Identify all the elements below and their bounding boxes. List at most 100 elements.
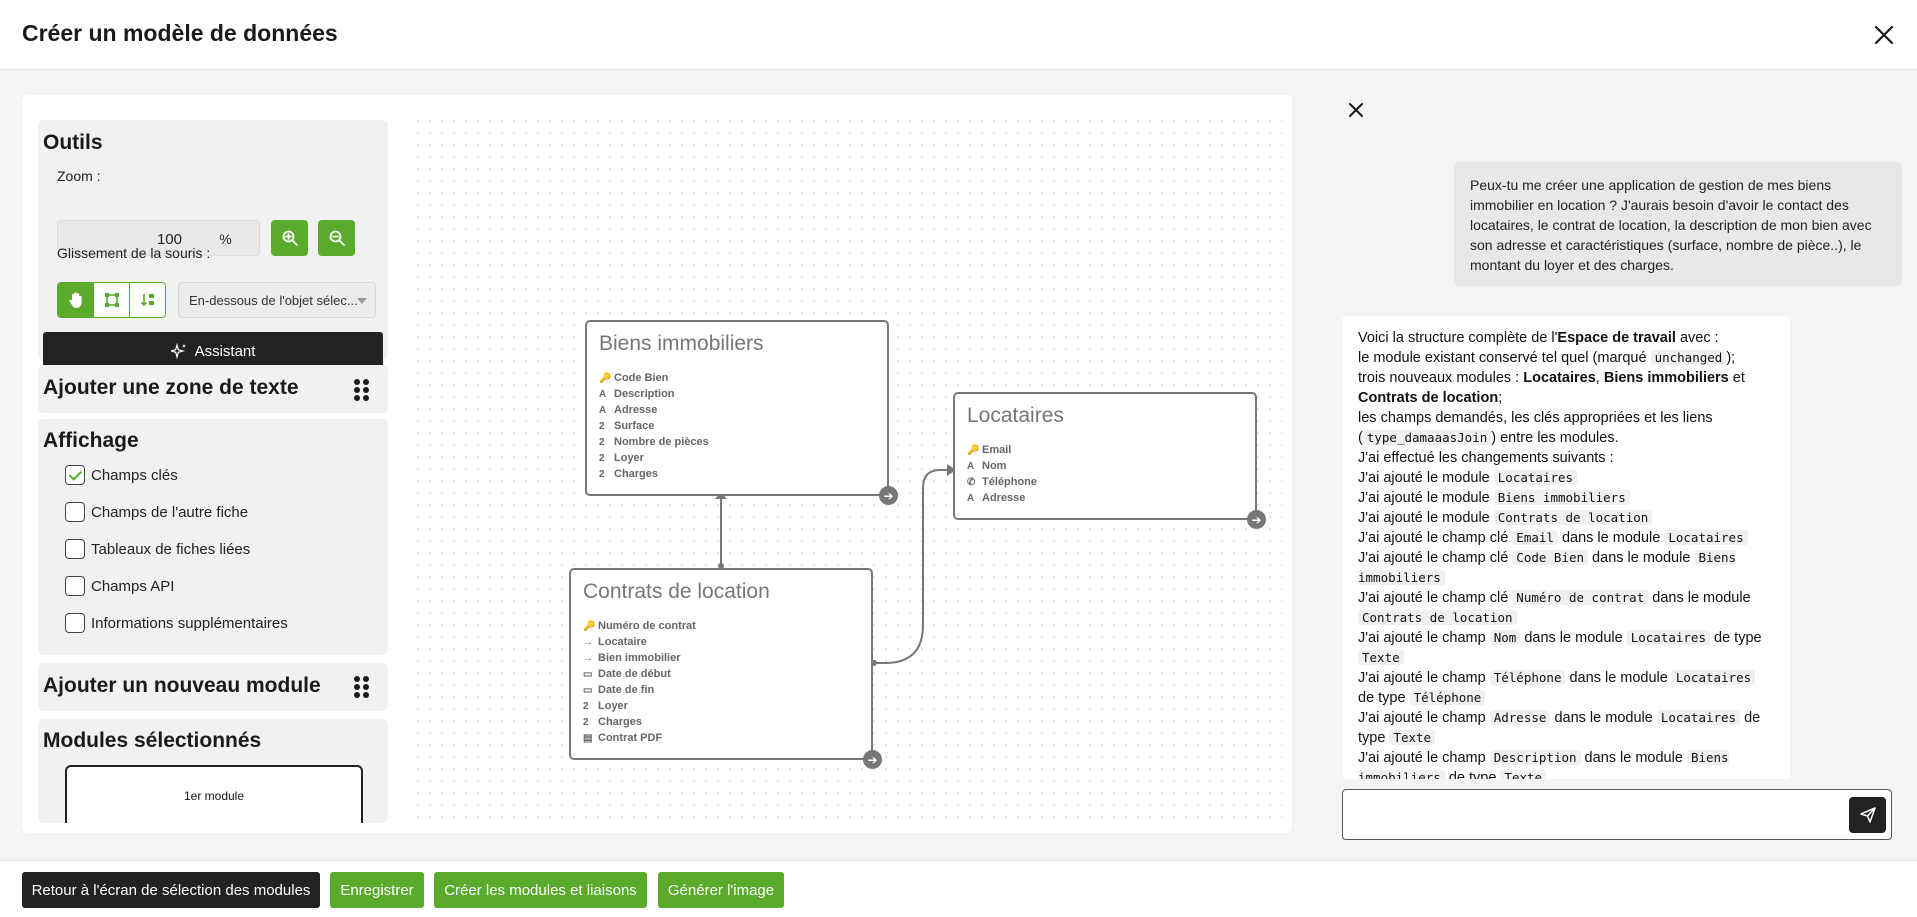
- checkbox-key-fields[interactable]: Champs clés: [65, 465, 178, 485]
- reorder-mode-button[interactable]: [130, 283, 165, 317]
- code-text: Locataires: [1656, 710, 1741, 725]
- link-out-arrow-icon[interactable]: ➔: [879, 486, 898, 505]
- plain-text: avec :: [1675, 330, 1719, 346]
- plain-text: dans le module: [1557, 530, 1665, 546]
- drag-handle-icon[interactable]: [354, 676, 370, 698]
- assistant-message-line: J'ai ajouté le champ Description dans le…: [1358, 748, 1774, 779]
- plain-text: dans le module: [1550, 710, 1657, 726]
- field-row: →Bien immobilier: [583, 650, 696, 666]
- create-modules-button[interactable]: Créer les modules et liaisons: [434, 872, 647, 908]
- entity-contrats-de-location[interactable]: Contrats de location 🔑Numéro de contrat …: [569, 568, 873, 760]
- plain-text: Voici la structure complète de l': [1358, 330, 1558, 346]
- close-chat-icon[interactable]: [1344, 98, 1368, 122]
- back-to-module-selection-button[interactable]: Retour à l'écran de sélection des module…: [22, 872, 320, 908]
- display-panel: Affichage Champs clés Champs de l'autre …: [38, 419, 388, 655]
- field-name: Surface: [614, 420, 655, 432]
- assistant-message-line: J'ai ajouté le champ clé Numéro de contr…: [1358, 588, 1774, 628]
- checkbox-other-record-fields[interactable]: Champs de l'autre fiche: [65, 502, 248, 522]
- code-text: Numéro de contrat: [1512, 590, 1649, 605]
- plain-text: J'ai ajouté le champ clé: [1358, 590, 1513, 606]
- add-text-panel[interactable]: Ajouter une zone de texte: [38, 365, 388, 413]
- plain-text: J'ai ajouté le champ clé: [1358, 530, 1513, 546]
- send-icon: [1859, 807, 1876, 823]
- zoom-out-icon: [329, 230, 345, 246]
- code-text: Texte: [1500, 770, 1547, 779]
- plain-text: J'ai ajouté le module: [1358, 510, 1494, 526]
- checkbox-extra-info[interactable]: Informations supplémentaires: [65, 613, 288, 633]
- link-out-arrow-icon[interactable]: ➔: [863, 750, 882, 769]
- select-mode-button[interactable]: [94, 283, 130, 317]
- drag-mode-group: [57, 282, 166, 318]
- pan-mode-button[interactable]: [58, 283, 94, 317]
- plain-text: dans le module: [1520, 630, 1627, 646]
- close-icon[interactable]: [1867, 18, 1901, 52]
- plain-text: ) entre les modules.: [1491, 430, 1619, 446]
- field-row: 2 Loyer: [599, 450, 709, 466]
- send-button[interactable]: [1849, 797, 1886, 833]
- text-type-icon: A: [599, 388, 607, 400]
- code-text: Texte: [1389, 730, 1436, 745]
- header: Créer un modèle de données: [0, 0, 1917, 70]
- drag-handle-icon[interactable]: [354, 379, 370, 401]
- text-type-icon: A: [967, 460, 975, 472]
- file-icon: ▤: [583, 732, 593, 744]
- field-row: →Locataire: [583, 634, 696, 650]
- field-row: 🔑Code Bien: [599, 370, 709, 386]
- checkbox-icon[interactable]: [65, 465, 85, 485]
- module-card[interactable]: 1er module: [65, 765, 363, 823]
- zoom-input[interactable]: 100: [57, 220, 193, 256]
- assistant-message-line: J'ai effectué les changements suivants :: [1358, 448, 1774, 468]
- checkbox-linked-tables[interactable]: Tableaux de fiches liées: [65, 539, 250, 559]
- code-text: Locataires: [1626, 630, 1710, 645]
- dropdown-caret-icon: [357, 298, 367, 304]
- checkbox-icon[interactable]: [65, 539, 85, 559]
- field-name: Adresse: [982, 492, 1026, 504]
- assistant-button[interactable]: Assistant: [43, 332, 383, 370]
- zoom-out-button[interactable]: [318, 220, 355, 256]
- link-out-arrow-icon[interactable]: ➔: [1247, 510, 1266, 529]
- assistant-message-line: J'ai ajouté le module Biens immobiliers: [1358, 488, 1774, 508]
- code-text: Description: [1489, 750, 1581, 765]
- plain-text: J'ai ajouté le champ: [1358, 670, 1490, 686]
- number-type-icon: 2: [599, 468, 605, 480]
- add-module-panel[interactable]: Ajouter un nouveau module: [38, 663, 388, 711]
- checkbox-icon[interactable]: [65, 502, 85, 522]
- code-text: Téléphone: [1409, 690, 1486, 705]
- generate-image-button[interactable]: Générer l'image: [658, 872, 784, 908]
- assistant-message-line: J'ai ajouté le module Contrats de locati…: [1358, 508, 1774, 528]
- field-name: Date de fin: [598, 684, 655, 696]
- zoom-in-button[interactable]: [271, 220, 308, 256]
- save-button[interactable]: Enregistrer: [330, 872, 424, 908]
- plain-text: de type: [1709, 630, 1762, 646]
- assistant-message-line: Voici la structure complète de l'Espace …: [1358, 328, 1774, 348]
- field-name: Adresse: [614, 404, 658, 416]
- drag-behavior-select[interactable]: En-dessous de l'objet sélec...: [178, 282, 376, 318]
- assistant-message-line: J'ai ajouté le module Locataires: [1358, 468, 1774, 488]
- sort-down-icon: [140, 294, 154, 307]
- hand-icon: [68, 292, 82, 308]
- field-row: 🔑Email: [967, 442, 1037, 458]
- entity-title: Biens immobiliers: [599, 332, 764, 355]
- user-message: Peux-tu me créer une application de gest…: [1454, 162, 1902, 286]
- plain-text: dans le module: [1648, 590, 1751, 606]
- checkbox-icon[interactable]: [65, 576, 85, 596]
- number-type-icon: 2: [599, 452, 605, 464]
- plain-text: le module existant conservé tel quel (ma…: [1358, 350, 1651, 366]
- field-list: 🔑Numéro de contrat →Locataire →Bien immo…: [583, 618, 696, 746]
- code-text: Locataires: [1664, 530, 1748, 545]
- checkbox-label: Informations supplémentaires: [91, 614, 288, 632]
- field-name: Loyer: [614, 452, 644, 464]
- checkbox-label: Champs de l'autre fiche: [91, 503, 249, 521]
- checkbox-icon[interactable]: [65, 613, 85, 633]
- selection-box-icon: [104, 293, 119, 307]
- checkbox-api-fields[interactable]: Champs API: [65, 576, 174, 596]
- assistant-message-line: les champs demandés, les clés appropriée…: [1358, 408, 1774, 448]
- number-type-icon: 2: [583, 700, 589, 712]
- chat-input[interactable]: [1342, 789, 1892, 840]
- page-title: Créer un modèle de données: [22, 20, 338, 46]
